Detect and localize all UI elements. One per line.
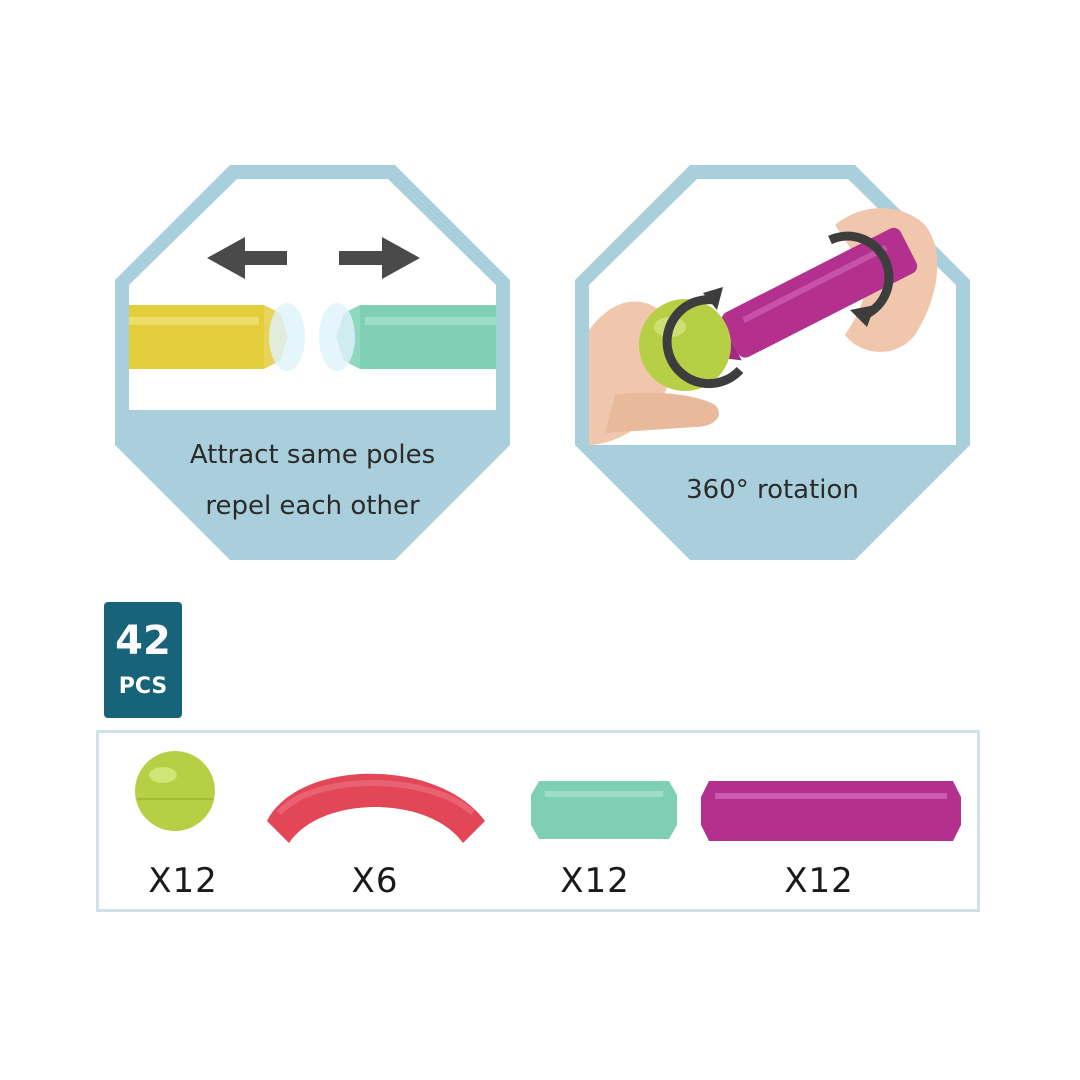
- rotate-arrowhead-icon: [703, 287, 723, 310]
- rotate-arrowhead-icon-2: [850, 305, 875, 327]
- caption-magnet: Attract same poles repel each other: [115, 430, 510, 532]
- arrow-right-icon: [339, 237, 420, 279]
- panel-magnet-repel: Attract same poles repel each other: [115, 165, 510, 560]
- piece-count-badge: 42 PCS: [104, 602, 182, 718]
- yellow-rod-piece: [129, 303, 305, 371]
- pieces-illustration: [135, 751, 961, 843]
- long-rod-quantity: X12: [784, 861, 854, 901]
- caption-line-1: 360° rotation: [686, 475, 859, 505]
- octagon-frame-right: [575, 165, 970, 560]
- rotate-arrow-icon: [662, 231, 894, 389]
- arrow-left-icon: [207, 237, 287, 279]
- long-rod-piece-icon: [701, 781, 961, 841]
- caption-line-2: repel each other: [205, 491, 420, 521]
- ball-piece-icon: [135, 751, 215, 831]
- octagon-frame-left: [115, 165, 510, 560]
- piece-count-unit: PCS: [118, 674, 168, 699]
- caption-rotation: 360° rotation: [575, 465, 970, 516]
- curve-quantity: X6: [351, 861, 399, 901]
- curved-piece-icon: [267, 773, 485, 843]
- short-rod-quantity: X12: [560, 861, 630, 901]
- pieces-list: X12 X6 X12 X12: [96, 730, 980, 912]
- caption-line-1: Attract same poles: [189, 440, 436, 470]
- ball-quantity: X12: [148, 861, 218, 901]
- short-rod-piece-icon: [531, 781, 677, 839]
- piece-count-number: 42: [115, 618, 171, 664]
- teal-rod-piece: [319, 303, 496, 371]
- panel-rotation: 360° rotation: [575, 165, 970, 560]
